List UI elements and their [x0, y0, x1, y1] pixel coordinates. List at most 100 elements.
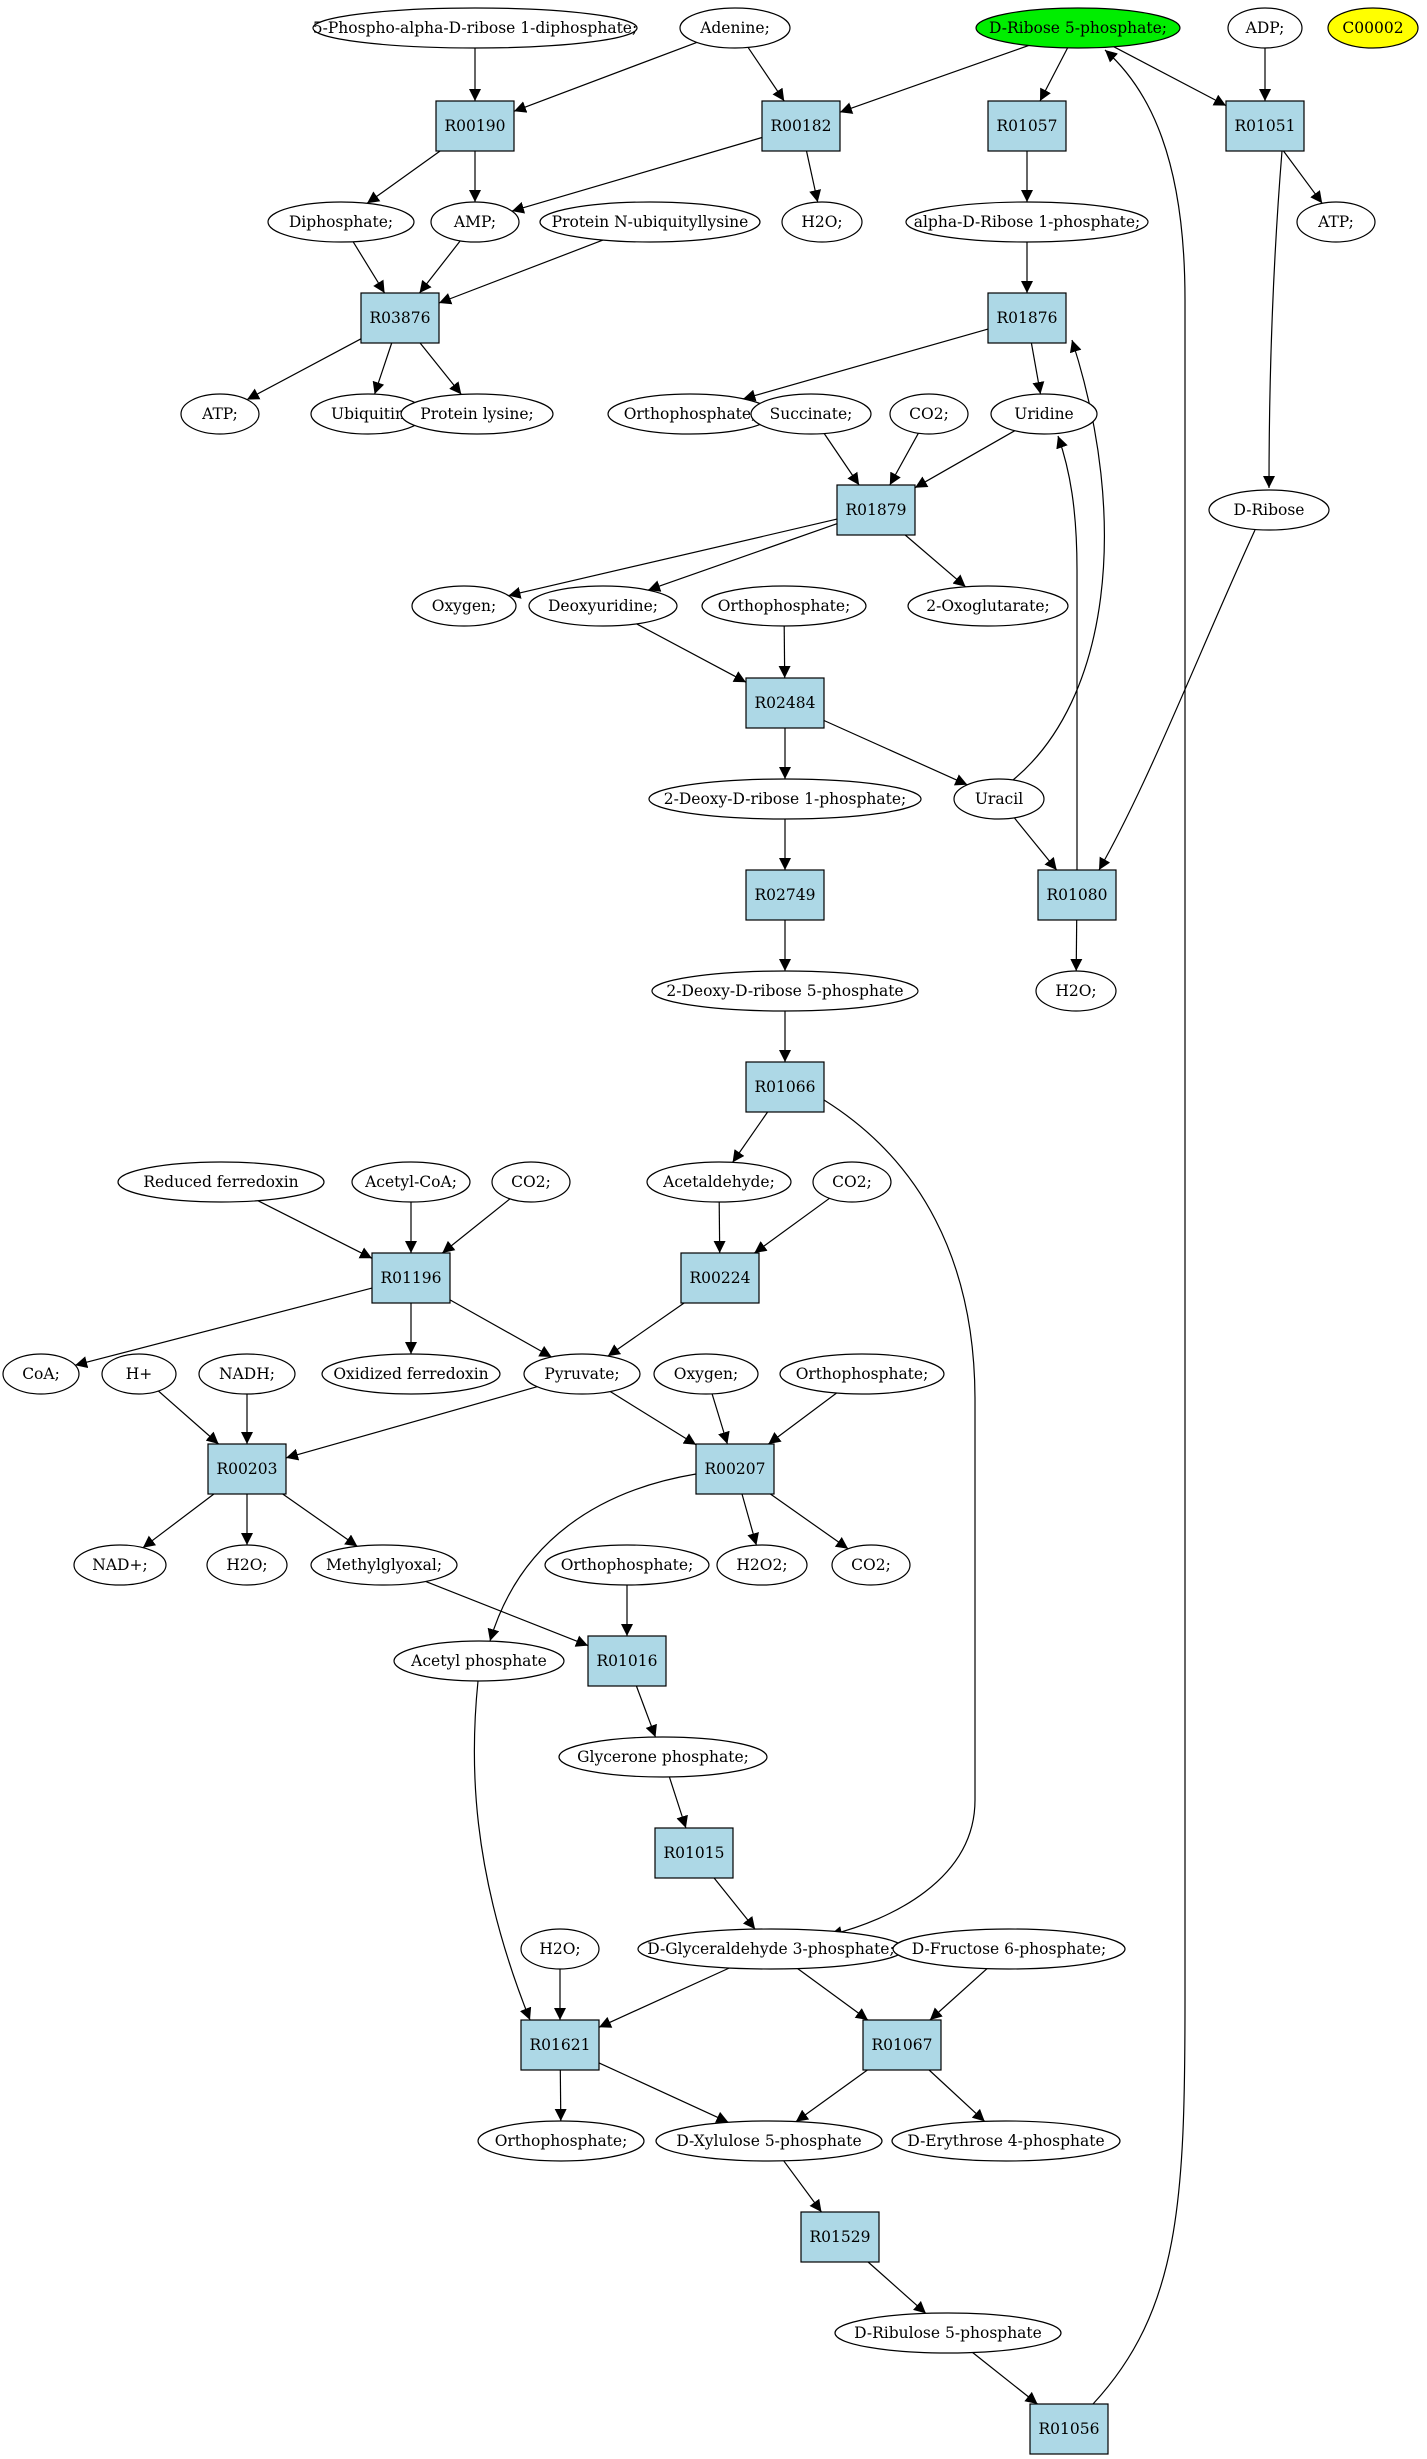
edge-R01066-to-c_acetaldehyde: [732, 1111, 769, 1163]
compound-node-c_nadh[interactable]: NADH;: [198, 1353, 296, 1395]
compound-node-c_oxygen_a[interactable]: Oxygen;: [411, 585, 517, 627]
reaction-node-R01015[interactable]: R01015: [654, 1827, 734, 1879]
compound-node-c_h2o_d[interactable]: H2O;: [520, 1928, 600, 1970]
compound-node-c_h2o_a[interactable]: H2O;: [781, 201, 863, 243]
reaction-node-R01067[interactable]: R01067: [862, 2019, 942, 2071]
compound-node-c_e4p[interactable]: D-Erythrose 4-phosphate: [891, 2120, 1121, 2162]
compound-node-c_pyruvate[interactable]: Pyruvate;: [523, 1353, 641, 1395]
node-label: CO2;: [909, 405, 949, 423]
node-label: D-Glyceraldehyde 3-phosphate;: [647, 1940, 894, 1958]
edge-c_acetylp-to-R01621: [473, 1680, 532, 2021]
compound-node-c_coa[interactable]: CoA;: [2, 1353, 80, 1395]
reaction-node-R00190[interactable]: R00190: [435, 100, 515, 152]
reaction-node-R01080[interactable]: R01080: [1037, 869, 1117, 921]
compound-node-c_oxygen_b[interactable]: Oxygen;: [653, 1353, 759, 1395]
compound-node-c_pi_b[interactable]: Orthophosphate;: [701, 585, 867, 627]
compound-node-c_pi_c[interactable]: Orthophosphate;: [779, 1353, 945, 1395]
node-label: Deoxyuridine;: [548, 597, 658, 615]
reaction-node-R01876[interactable]: R01876: [987, 292, 1067, 344]
compound-node-c_protubi[interactable]: Protein N-ubiquityllysine: [539, 201, 761, 243]
compound-node-c_g3p[interactable]: D-Glyceraldehyde 3-phosphate;: [637, 1928, 905, 1970]
compound-node-c_acetylcoa[interactable]: Acetyl-CoA;: [351, 1161, 471, 1203]
reaction-node-R01066[interactable]: R01066: [745, 1061, 825, 1113]
compound-node-c_f6p[interactable]: D-Fructose 6-phosphate;: [892, 1928, 1126, 1970]
compound-node-c_ar1p[interactable]: alpha-D-Ribose 1-phosphate;: [905, 201, 1149, 243]
edge-R00224-to-c_pyruvate: [607, 1302, 685, 1357]
edge-R01879-to-c_2og: [904, 534, 966, 588]
compound-node-c_h2o_c[interactable]: H2O;: [206, 1544, 288, 1586]
compound-node-c_redfd[interactable]: Reduced ferredoxin: [117, 1161, 325, 1203]
node-label: CO2;: [511, 1173, 551, 1191]
compound-node-c_uracil[interactable]: Uracil: [953, 778, 1045, 820]
compound-node-c_pi_a[interactable]: Orthophosphate;: [607, 393, 773, 435]
reaction-node-R01016[interactable]: R01016: [587, 1635, 667, 1687]
reaction-node-R01051[interactable]: R01051: [1225, 100, 1305, 152]
compound-node-c_adp[interactable]: ADP;: [1227, 7, 1303, 49]
compound-node-c_dr5p[interactable]: 2-Deoxy-D-ribose 5-phosphate: [651, 970, 919, 1012]
compound-ellipse: [351, 1161, 471, 1203]
compound-node-c_h2o2[interactable]: H2O2;: [716, 1544, 808, 1586]
reaction-node-R01621[interactable]: R01621: [520, 2019, 600, 2071]
compound-node-c_acetylp[interactable]: Acetyl phosphate: [393, 1640, 565, 1682]
reaction-node-R00207[interactable]: R00207: [695, 1443, 775, 1495]
compound-node-c_adenine[interactable]: Adenine;: [679, 7, 791, 49]
compound-ellipse: [655, 2120, 883, 2162]
compound-node-c_methylglyoxal[interactable]: Methylglyoxal;: [310, 1544, 458, 1586]
compound-node-c_ubiquitin[interactable]: Ubiquitin: [310, 393, 426, 435]
reaction-node-R02484[interactable]: R02484: [745, 677, 825, 729]
reaction-node-R00203[interactable]: R00203: [207, 1443, 287, 1495]
compound-node-c_uridine[interactable]: Uridine: [990, 393, 1098, 435]
compound-node-c_xu5p[interactable]: D-Xylulose 5-phosphate: [655, 2120, 883, 2162]
node-label: ATP;: [1317, 213, 1354, 231]
reaction-node-R00224[interactable]: R00224: [680, 1252, 760, 1304]
reaction-node-R00182[interactable]: R00182: [761, 100, 841, 152]
node-label: Orthophosphate;: [561, 1556, 694, 1574]
compound-node-c_r5p[interactable]: D-Ribose 5-phosphate;: [975, 7, 1181, 49]
compound-node-c_co2_a[interactable]: CO2;: [889, 393, 969, 435]
compound-node-c_co2_b[interactable]: CO2;: [491, 1161, 571, 1203]
compound-node-c_hplus[interactable]: H+: [101, 1353, 177, 1395]
reaction-node-R03876[interactable]: R03876: [360, 292, 440, 344]
node-label: Reduced ferredoxin: [143, 1173, 298, 1191]
edge-c_g3p-to-R01621: [598, 1967, 730, 2028]
compound-node-c_succinate[interactable]: Succinate;: [750, 393, 872, 435]
node-label: Methylglyoxal;: [326, 1556, 442, 1574]
reaction-node-R01529[interactable]: R01529: [800, 2211, 880, 2263]
reaction-node-R01057[interactable]: R01057: [987, 100, 1067, 152]
compound-node-c_diphosphate[interactable]: Diphosphate;: [267, 201, 415, 243]
compound-node-c_2og[interactable]: 2-Oxoglutarate;: [907, 585, 1069, 627]
edge-R02484-to-c_uracil: [823, 719, 968, 786]
compound-node-c_acetaldehyde[interactable]: Acetaldehyde;: [646, 1161, 792, 1203]
compound-node-c_atp_a[interactable]: ATP;: [1296, 201, 1376, 243]
compound-node-c_dribose[interactable]: D-Ribose: [1208, 489, 1330, 531]
node-label: H2O;: [539, 1940, 580, 1958]
compound-node-c_c00002[interactable]: C00002: [1327, 7, 1419, 49]
reaction-node-R01056[interactable]: R01056: [1029, 2403, 1109, 2455]
compound-node-c_glyceronep[interactable]: Glycerone phosphate;: [558, 1736, 768, 1778]
reaction-node-R01196[interactable]: R01196: [371, 1252, 451, 1304]
compound-node-c_amp[interactable]: AMP;: [430, 201, 520, 243]
edge-R00207-to-c_acetylp: [487, 1473, 697, 1642]
compound-node-c_co2_d[interactable]: CO2;: [831, 1544, 911, 1586]
compound-ellipse: [101, 1353, 177, 1395]
compound-node-c_prpp[interactable]: 5-Phospho-alpha-D-ribose 1-diphosphate;: [312, 7, 638, 49]
compound-node-c_atp_b[interactable]: ATP;: [180, 393, 260, 435]
compound-node-c_pi_e[interactable]: Orthophosphate;: [477, 2120, 645, 2162]
compound-ellipse: [889, 393, 969, 435]
compound-node-c_protlys[interactable]: Protein lysine;: [400, 393, 554, 435]
compound-node-c_oxfd[interactable]: Oxidized ferredoxin: [321, 1353, 501, 1395]
compound-node-c_ru5p[interactable]: D-Ribulose 5-phosphate: [834, 2312, 1062, 2354]
compound-node-c_deoxyuridine[interactable]: Deoxyuridine;: [528, 585, 678, 627]
compound-node-c_h2o_b[interactable]: H2O;: [1035, 970, 1117, 1012]
compound-node-c_co2_c[interactable]: CO2;: [812, 1161, 892, 1203]
compound-node-c_dr1p[interactable]: 2-Deoxy-D-ribose 1-phosphate;: [648, 778, 922, 820]
reaction-node-R01879[interactable]: R01879: [836, 484, 916, 536]
edge-R01051-to-c_atp_a: [1283, 150, 1323, 204]
edge-R00203-to-c_methylglyoxal: [282, 1493, 358, 1547]
edge-c_co2_c-to-R00224: [754, 1197, 830, 1254]
reaction-node-R02749[interactable]: R02749: [745, 869, 825, 921]
compound-node-c_pi_d[interactable]: Orthophosphate;: [544, 1544, 710, 1586]
edge-R01080-to-c_h2o_b: [1070, 919, 1083, 972]
compound-node-c_nadplus[interactable]: NAD+;: [73, 1544, 167, 1586]
reaction-box: [435, 100, 515, 152]
